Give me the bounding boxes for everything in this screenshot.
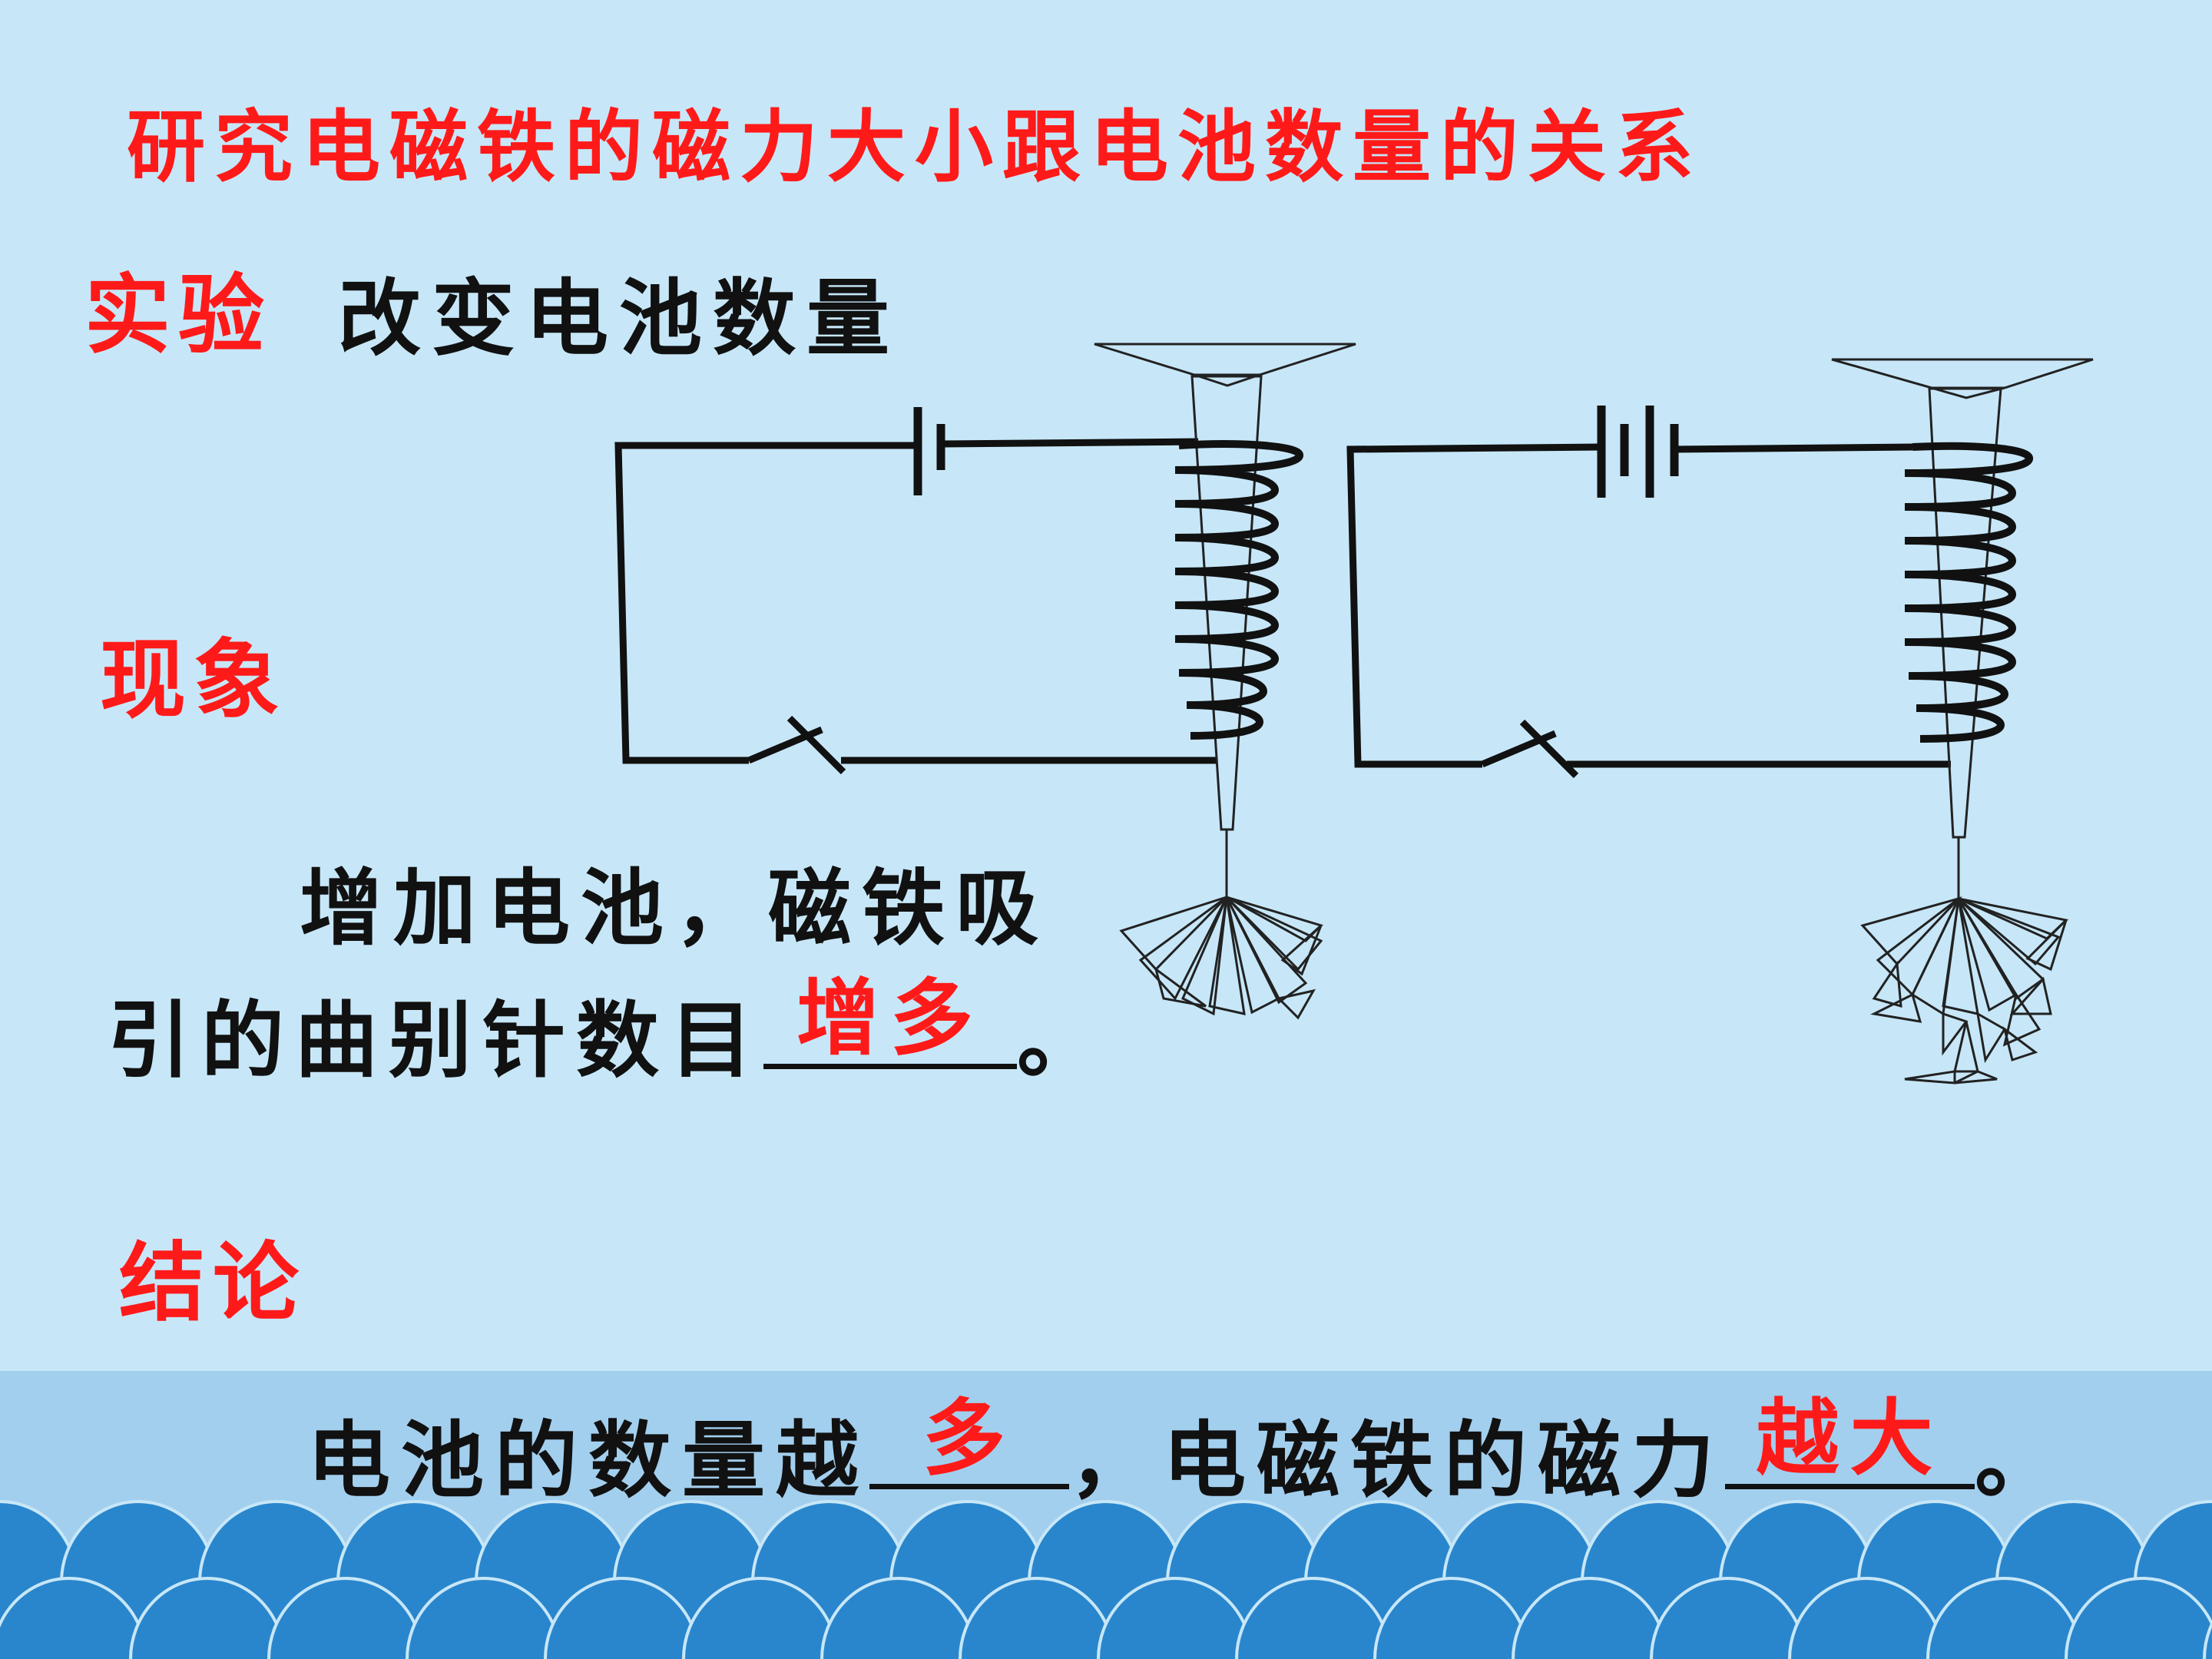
- wave-scallop: [1235, 1577, 1392, 1659]
- paperclip: [1181, 896, 1228, 1016]
- experiment-text: 改变电池数量: [338, 271, 901, 367]
- wave-scallop: [1650, 1577, 1806, 1659]
- phenomenon-line1: 增加电池，磁铁吸: [300, 861, 1050, 957]
- paperclip: [1957, 897, 2045, 1001]
- paperclip: [1958, 897, 2061, 966]
- phenomenon-prefix: 引的曲别针数目: [108, 993, 764, 1089]
- wave-scallop: [820, 1577, 977, 1659]
- coil-1: [1174, 440, 1303, 740]
- slide-title: 研究电磁铁的磁力大小跟电池数量的关系: [127, 102, 1703, 194]
- paperclip: [1860, 896, 1962, 966]
- paperclip: [1225, 896, 1308, 1005]
- wave-scallop: [129, 1577, 286, 1659]
- circuit-1-switch-lever: [747, 726, 823, 764]
- paperclip: [1954, 1070, 1998, 1084]
- circuit-2-wire-top: [1674, 443, 1913, 453]
- nail-1-head: [1094, 343, 1356, 376]
- paperclip: [1953, 1021, 1979, 1073]
- wave-scallop: [406, 1577, 562, 1659]
- paperclips-1: [1119, 896, 1323, 1020]
- wave-scallop: [1373, 1577, 1530, 1659]
- wave-scallop: [1512, 1577, 1668, 1659]
- nail-2-shank: [1928, 387, 2002, 839]
- nail-1-head-inner: [1194, 373, 1260, 387]
- conclusion-suffix: 。: [1975, 1413, 2069, 1509]
- experiment-label: 实验: [84, 266, 272, 366]
- wave-scallop: [1788, 1577, 1945, 1659]
- paperclip: [1870, 992, 1922, 1023]
- phenomenon-line2: 引的曲别针数目增多。: [108, 978, 1111, 1083]
- phenomenon-answer: 增多: [796, 971, 985, 1067]
- circuit-1: [614, 407, 1217, 775]
- paperclip: [1976, 1012, 2007, 1064]
- nail-2: [1831, 358, 2094, 899]
- conclusion-blank-2: 越大: [1725, 1398, 1975, 1489]
- phenomenon-suffix: 。: [1017, 993, 1111, 1089]
- nail-2-head: [1831, 358, 2094, 389]
- nail-1: [1094, 343, 1356, 897]
- paperclip: [1872, 960, 1902, 1008]
- conclusion-prefix: 电池的数量越: [307, 1413, 870, 1509]
- circuit-2-wire-left: [1346, 443, 1602, 768]
- electromagnet-1: [1094, 343, 1356, 897]
- nail-1-shank: [1190, 375, 1263, 831]
- wave-scallop: [2065, 1577, 2212, 1659]
- paperclips-2: [1860, 896, 2069, 1084]
- paperclip: [1904, 1070, 1956, 1084]
- paperclip: [1277, 988, 1316, 1020]
- wave-scallop: [0, 1577, 147, 1659]
- wave-scallop: [682, 1577, 839, 1659]
- phenomenon-label: 现象: [100, 631, 287, 730]
- paperclip: [1942, 898, 1979, 1015]
- circuit-1-wire-left: [614, 442, 918, 764]
- wave-scallop: [1926, 1577, 2083, 1659]
- conclusion-middle: ，电磁铁的磁力: [1069, 1413, 1726, 1509]
- paperclip: [1208, 896, 1246, 1015]
- circuit-1-switch-tick: [786, 715, 846, 775]
- conclusion-answer-1: 多: [922, 1391, 1017, 1487]
- wave-scallop: [544, 1577, 700, 1659]
- paperclip: [1280, 924, 1323, 976]
- paperclip: [2002, 1026, 2038, 1061]
- wave-scallop: [267, 1577, 424, 1659]
- wave-scallop: [959, 1577, 1115, 1659]
- paperclip: [2002, 992, 2041, 1047]
- paperclip: [2009, 976, 2052, 1015]
- phenomenon-blank: 增多: [763, 978, 1018, 1069]
- conclusion-sentence: 电池的数量越多，电磁铁的磁力越大。: [307, 1398, 2068, 1503]
- paperclip: [2025, 919, 2068, 972]
- conclusion-label: 结论: [119, 1233, 306, 1333]
- wave-scallop: [1097, 1577, 1253, 1659]
- paperclip: [1942, 1012, 1969, 1056]
- circuit-2: [1346, 406, 1951, 779]
- wave-scallop: [2203, 1620, 2212, 1659]
- conclusion-blank-1: 多: [869, 1398, 1070, 1489]
- paperclip: [1119, 896, 1228, 972]
- circuit-1-wire-top: [940, 438, 1199, 448]
- wave-decoration: [0, 1500, 2212, 1659]
- coil-2: [1904, 442, 2033, 743]
- paperclip: [1154, 966, 1207, 1008]
- conclusion-answer-2: 越大: [1756, 1391, 1944, 1487]
- circuit-2-switch-tick: [1519, 719, 1579, 779]
- electromagnet-2: [1831, 358, 2094, 899]
